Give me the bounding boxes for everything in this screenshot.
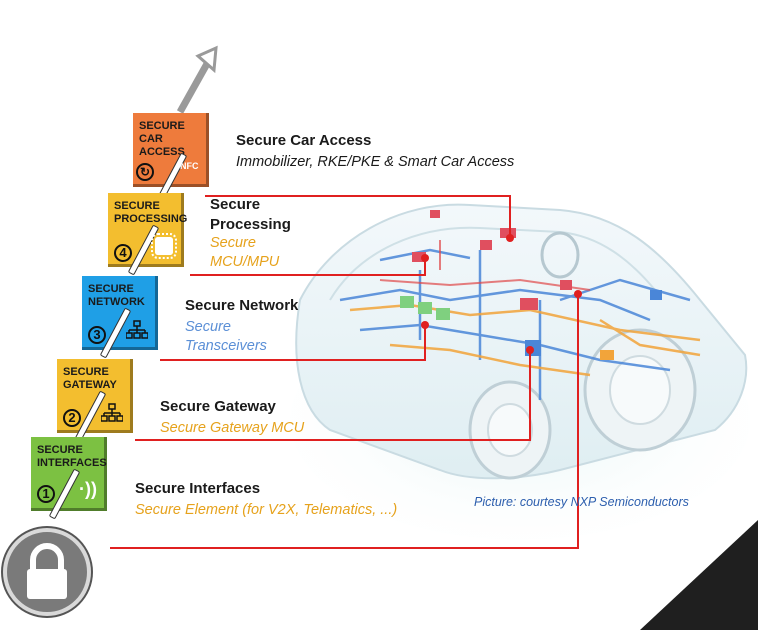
corner-decoration [640, 520, 758, 630]
block-title: SECURE NETWORK [88, 283, 145, 308]
label-network-sub: Secure Transceivers [185, 319, 267, 354]
label-interfaces-sub: Secure Element (for V2X, Telematics, ...… [135, 502, 398, 518]
label-car-access-title: Secure Car Access [236, 132, 372, 149]
step-number: 1 [37, 485, 55, 503]
block-secure-network: SECURE NETWORK 3 [82, 276, 158, 359]
network-icon [126, 320, 148, 339]
chip-icon [151, 233, 177, 259]
block-secure-car-access: SECURE CAR ACCESS ↻ NFC [133, 113, 209, 204]
step-number: 2 [63, 409, 81, 427]
network-icon [101, 403, 123, 422]
block-title: SECURE GATEWAY [63, 366, 117, 391]
label-gateway-sub: Secure Gateway MCU [160, 420, 305, 436]
block-secure-interfaces: SECURE INTERFACES 1 ·)) [31, 437, 107, 520]
nfc-key-icon: NFC [180, 161, 199, 171]
label-network-title: Secure Network [185, 297, 299, 314]
block-secure-gateway: SECURE GATEWAY 2 [57, 359, 133, 442]
up-arrow-icon [176, 45, 218, 114]
block-secure-processing: SECURE PROCESSING 4 [108, 193, 188, 276]
wireless-icon: ·)) [79, 479, 97, 499]
label-processing-sub: Secure MCU/MPU [210, 235, 280, 270]
label-gateway-title: Secure Gateway [160, 398, 276, 415]
refresh-icon: ↻ [136, 163, 154, 181]
lock-icon [27, 543, 67, 599]
step-number: 3 [88, 326, 106, 344]
label-processing-title: Secure Processing [210, 196, 291, 233]
lock-badge [3, 528, 91, 616]
step-number: 4 [114, 244, 132, 262]
block-title: SECURE CAR ACCESS [139, 120, 185, 158]
block-title: SECURE PROCESSING [114, 200, 188, 225]
label-car-access-sub: Immobilizer, RKE/PKE & Smart Car Access [236, 154, 515, 170]
image-credit-caption: Picture: courtesy NXP Semiconductors [474, 495, 689, 509]
label-interfaces-title: Secure Interfaces [135, 480, 261, 497]
block-title: SECURE INTERFACES [37, 444, 107, 469]
